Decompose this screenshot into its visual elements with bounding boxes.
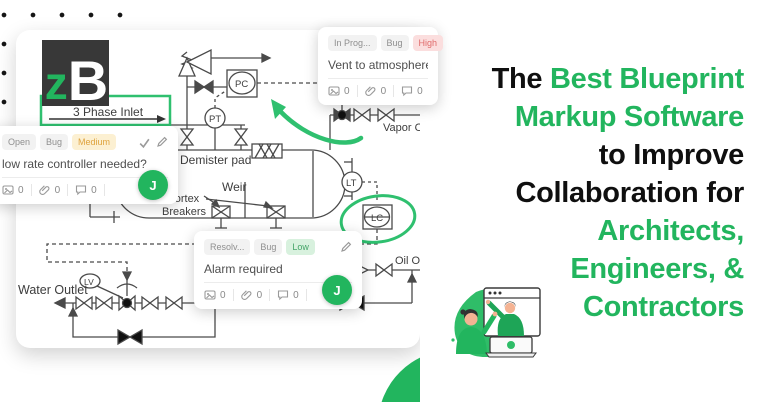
vortex-breaker-symbols bbox=[211, 205, 286, 229]
logo-letter-b: B bbox=[67, 49, 108, 113]
green-markup-annotations[interactable] bbox=[39, 94, 418, 247]
status-tag-in-progress[interactable]: In Prog... bbox=[328, 35, 377, 51]
label-pc: PC bbox=[235, 79, 248, 90]
pencil-icon[interactable] bbox=[340, 241, 352, 253]
headline-line: Engineers, & bbox=[570, 253, 744, 285]
comment-icon bbox=[76, 185, 87, 196]
comments-count[interactable]: 0 bbox=[75, 184, 105, 196]
green-circle-decoration bbox=[378, 350, 420, 402]
annotation-card-vent[interactable]: In Prog... Bug High Vent to atmosphere? … bbox=[318, 27, 444, 105]
screenshots-count[interactable]: 0 bbox=[2, 184, 32, 196]
count-value: 0 bbox=[220, 289, 226, 301]
annotation-card-alarm[interactable]: Resolv... Bug Low Alarm required 0 0 0 J bbox=[194, 231, 362, 309]
label-water-outlet: Water Outlet bbox=[18, 283, 88, 297]
logo-letter-z: z bbox=[44, 56, 68, 109]
comments-count[interactable]: 0 bbox=[277, 289, 307, 301]
count-value: 0 bbox=[293, 289, 299, 301]
comments-count[interactable]: 0 bbox=[401, 85, 430, 97]
type-tag-bug[interactable]: Bug bbox=[380, 35, 409, 51]
headline-line: Collaboration for bbox=[515, 177, 744, 209]
oil-outlet-line bbox=[355, 262, 420, 303]
image-icon bbox=[2, 185, 14, 195]
pencil-icon[interactable] bbox=[156, 136, 168, 148]
label-vapor-outlet: Vapor O bbox=[383, 122, 420, 134]
demister-pad-symbol bbox=[251, 143, 283, 159]
priority-tag-high[interactable]: High bbox=[412, 35, 444, 51]
paperclip-icon bbox=[240, 290, 251, 300]
count-value: 0 bbox=[417, 85, 423, 97]
count-value: 0 bbox=[91, 184, 97, 196]
headline-line: The Best Blueprint bbox=[491, 63, 745, 95]
headline-line: Markup Software bbox=[514, 101, 744, 133]
green-arrow-annotation[interactable] bbox=[277, 108, 364, 145]
check-icon[interactable] bbox=[138, 136, 151, 149]
count-value: 0 bbox=[54, 184, 61, 196]
attachments-count[interactable]: 0 bbox=[240, 289, 271, 301]
bypass-line bbox=[67, 303, 216, 346]
avatar[interactable]: J bbox=[322, 275, 352, 305]
vapor-line bbox=[329, 104, 420, 150]
paperclip-icon bbox=[364, 86, 375, 96]
label-lt: LT bbox=[346, 178, 357, 189]
comment-icon bbox=[278, 290, 289, 301]
annotation-title[interactable]: low rate controller needed? bbox=[2, 157, 147, 171]
status-tag-open[interactable]: Open bbox=[2, 134, 37, 150]
page-title: The Best Blueprint Markup Software to Im… bbox=[426, 60, 745, 326]
image-icon bbox=[328, 86, 340, 96]
pid-diagram: 3 Phase Inlet Demister pad Weir Vortex B… bbox=[18, 48, 420, 346]
annotation-card-flow-rate[interactable]: Open Bug Medium low rate controller need… bbox=[0, 126, 178, 204]
level-instruments bbox=[46, 158, 393, 282]
water-outlet-line bbox=[53, 273, 412, 312]
person-with-laptop bbox=[456, 309, 537, 358]
label-demister-pad: Demister pad bbox=[180, 153, 251, 167]
status-tag-resolved[interactable]: Resolv... bbox=[204, 239, 251, 255]
image-icon bbox=[204, 290, 216, 300]
headline-line: to Improve bbox=[598, 139, 745, 171]
paperclip-icon bbox=[38, 185, 49, 195]
screenshots-count[interactable]: 0 bbox=[204, 289, 234, 301]
avatar[interactable]: J bbox=[138, 170, 168, 200]
screenshots-count[interactable]: 0 bbox=[328, 85, 358, 97]
relief-valve bbox=[177, 48, 272, 125]
type-tag-bug[interactable]: Bug bbox=[40, 134, 69, 150]
headline-line: Contractors bbox=[582, 291, 744, 323]
count-value: 0 bbox=[344, 85, 350, 97]
annotation-title[interactable]: Alarm required bbox=[204, 262, 283, 276]
count-value: 0 bbox=[256, 289, 263, 301]
attachments-count[interactable]: 0 bbox=[38, 184, 69, 196]
attachments-count[interactable]: 0 bbox=[364, 85, 395, 97]
count-value: 0 bbox=[380, 85, 387, 97]
label-lc: LC bbox=[371, 213, 383, 224]
headline-panel: The Best Blueprint Markup Software to Im… bbox=[420, 0, 768, 402]
headline-line: Architects, bbox=[597, 215, 744, 247]
type-tag-bug[interactable]: Bug bbox=[254, 239, 283, 255]
green-ellipse-annotation[interactable] bbox=[338, 191, 418, 247]
label-oil-outlet: Oil O bbox=[395, 255, 420, 267]
comment-icon bbox=[402, 86, 413, 97]
count-value: 0 bbox=[18, 184, 24, 196]
video-call-window bbox=[483, 287, 541, 337]
label-lv: LV bbox=[84, 277, 94, 287]
annotation-title[interactable]: Vent to atmosphere? bbox=[328, 58, 428, 72]
priority-tag-low[interactable]: Low bbox=[286, 239, 315, 255]
label-3-phase-inlet: 3 Phase Inlet bbox=[73, 105, 144, 119]
priority-tag-medium[interactable]: Medium bbox=[72, 134, 117, 150]
collaboration-illustration bbox=[451, 287, 541, 358]
label-pt: PT bbox=[209, 114, 221, 125]
label-breakers: Breakers bbox=[162, 206, 207, 218]
label-weir: Weir bbox=[222, 180, 246, 194]
